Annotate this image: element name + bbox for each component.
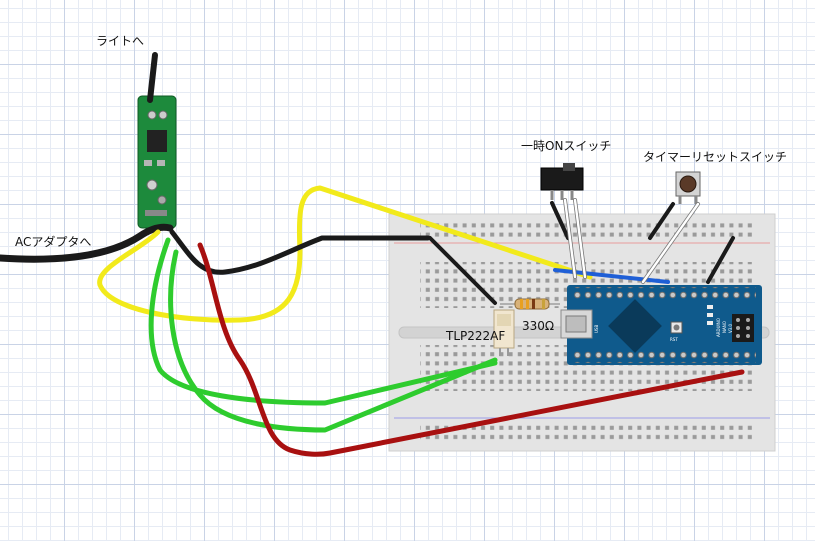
arduino-version: V3.0: [728, 323, 733, 333]
slide-switch-icon: [540, 163, 584, 200]
label-momentary-switch: 一時ONスイッチ: [521, 139, 611, 153]
ac-adapter-cable: [0, 223, 174, 263]
icsp-header: [732, 314, 754, 342]
reset-label: RST: [670, 337, 678, 342]
arduino-nano-icon: USB RST ARDUINO NANO V3.0: [560, 285, 762, 365]
light-cable: [147, 52, 158, 103]
jumper-black-3: [648, 202, 675, 240]
usb-label: USB: [594, 325, 599, 333]
wire-white-1-core: [563, 198, 577, 279]
pushbutton-icon: [675, 171, 701, 204]
wire-red: [197, 242, 745, 457]
label-timer-reset-switch: タイマーリセットスイッチ: [643, 150, 787, 164]
wire-white-3-core: [641, 202, 700, 284]
label-light: ライトへ: [96, 34, 144, 48]
jumper-black-2: [550, 201, 570, 240]
resistor-icon: [500, 298, 560, 310]
arduino-model: NANO: [722, 321, 727, 333]
power-rail-bottom: [420, 424, 756, 444]
arduino-name: ARDUINO: [716, 318, 721, 337]
wire-green-1: [148, 237, 498, 406]
wire-white-2-core: [573, 198, 587, 279]
wire-yellow: [97, 185, 593, 323]
label-optocoupler: TLP222AF: [445, 329, 505, 343]
controller-pcb: [137, 95, 177, 229]
wire-green-2: [168, 249, 498, 433]
wire-black: [169, 229, 431, 275]
label-resistor: 330Ω: [522, 319, 554, 333]
wires: [0, 52, 745, 457]
jumper-black-4: [706, 236, 735, 284]
jumper-black-1: [428, 236, 497, 305]
power-rail-top: [420, 219, 756, 239]
optocoupler-icon: [493, 309, 515, 356]
label-ac-adapter: ACアダプタへ: [15, 234, 91, 249]
